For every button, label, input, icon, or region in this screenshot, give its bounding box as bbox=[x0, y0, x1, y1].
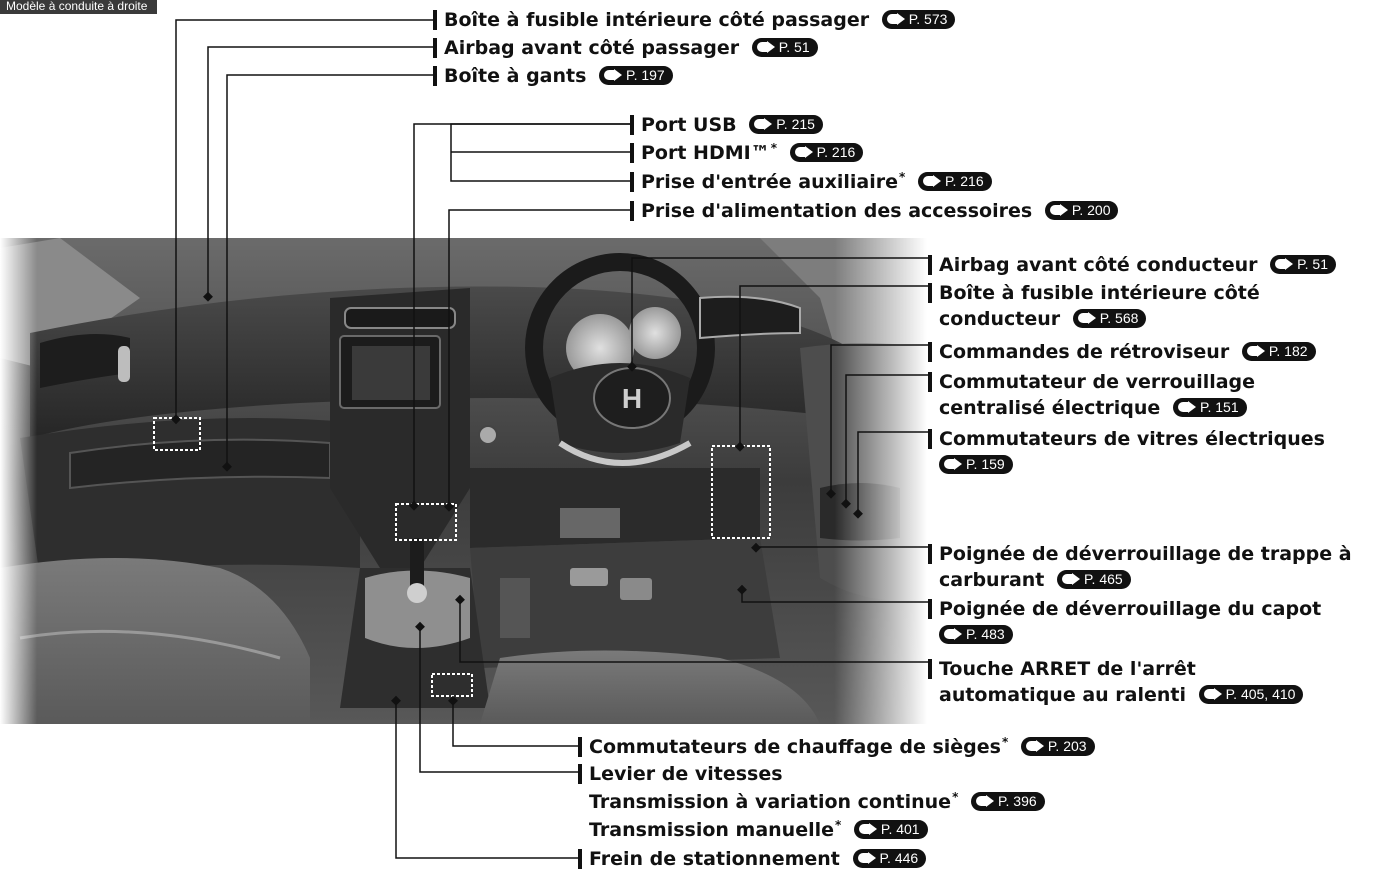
label-hdmi-port: Port HDMI™* P. 216 bbox=[630, 140, 864, 168]
page-ref-badge[interactable]: P. 200 bbox=[1044, 200, 1119, 220]
page-ref-badge[interactable]: P. 182 bbox=[1241, 341, 1316, 361]
leader-idle-stop-off bbox=[459, 599, 930, 663]
arrow-right-icon bbox=[1275, 258, 1294, 270]
arrow-right-icon bbox=[794, 146, 813, 158]
arrow-right-icon bbox=[1177, 401, 1196, 413]
page-ref-badge[interactable]: P. 215 bbox=[749, 114, 823, 134]
leader-seat-heater bbox=[452, 700, 578, 747]
arrow-right-icon bbox=[1077, 312, 1096, 324]
page-ref-badge[interactable]: P. 401 bbox=[853, 819, 928, 839]
arrow-right-icon bbox=[857, 852, 876, 864]
arrow-right-icon bbox=[1025, 740, 1044, 752]
leader-accessory-socket bbox=[448, 209, 630, 506]
model-label: Modèle à conduite à droite bbox=[0, 0, 158, 14]
arrow-right-icon bbox=[944, 628, 962, 640]
page-ref-badge[interactable]: P. 51 bbox=[751, 37, 818, 57]
page-ref-badge[interactable]: P. 446 bbox=[852, 848, 927, 868]
leader-airbag-passenger bbox=[207, 46, 433, 296]
page-ref-badge[interactable]: P. 203 bbox=[1020, 736, 1095, 756]
page-ref-badge[interactable]: P. 151 bbox=[1172, 397, 1247, 417]
label-mirror-controls: Commandes de rétroviseur P. 182 bbox=[928, 339, 1316, 365]
leader-door-lock-switch bbox=[845, 374, 930, 503]
leader-parking-brake bbox=[395, 700, 578, 859]
arrow-right-icon bbox=[1203, 688, 1222, 700]
arrow-right-icon bbox=[975, 795, 994, 807]
leader-mirror-controls bbox=[830, 344, 930, 493]
leader-hood-release bbox=[741, 589, 930, 603]
page-ref-badge[interactable]: P. 216 bbox=[917, 171, 992, 191]
arrow-right-icon bbox=[858, 823, 877, 835]
leader-power-window-switches bbox=[857, 431, 930, 513]
arrow-right-icon bbox=[1062, 573, 1081, 585]
label-accessory-socket: Prise d'alimentation des accessoires P. … bbox=[630, 198, 1119, 224]
leader-airbag-driver bbox=[631, 257, 930, 366]
page-ref-badge[interactable]: P. 396 bbox=[970, 791, 1045, 811]
page-ref-badge[interactable]: P. 405, 410 bbox=[1198, 684, 1304, 704]
arrow-right-icon bbox=[1049, 204, 1068, 216]
arrow-right-icon bbox=[1246, 345, 1265, 357]
arrow-right-icon bbox=[754, 118, 773, 130]
label-aux-jack: Prise d'entrée auxiliaire* P. 216 bbox=[630, 169, 992, 197]
arrow-right-icon bbox=[886, 13, 905, 25]
arrow-right-icon bbox=[922, 175, 941, 187]
leader-glove-box bbox=[226, 74, 433, 466]
leader-fusebox-passenger bbox=[175, 19, 433, 420]
label-shift-lever: Levier de vitesses bbox=[578, 761, 783, 787]
page-ref-badge[interactable]: P. 573 bbox=[881, 9, 956, 29]
label-cvt: Transmission à variation continue* P. 39… bbox=[578, 789, 1045, 817]
label-parking-brake: Frein de stationnement P. 446 bbox=[578, 846, 927, 872]
page-ref-badge[interactable]: P. 216 bbox=[789, 142, 864, 162]
leader-end-markers bbox=[171, 291, 863, 706]
arrow-right-icon bbox=[756, 41, 775, 53]
leader-shift-lever bbox=[419, 626, 578, 773]
label-fusebox-passenger: Boîte à fusible intérieure côté passager… bbox=[433, 7, 956, 33]
label-glove-box: Boîte à gants P. 197 bbox=[433, 63, 673, 89]
arrow-right-icon bbox=[944, 458, 962, 470]
arrow-right-icon bbox=[604, 69, 623, 81]
leader-fusebox-driver bbox=[739, 285, 930, 446]
label-airbag-passenger: Airbag avant côté passager P. 51 bbox=[433, 35, 818, 61]
label-airbag-driver: Airbag avant côté conducteur P. 51 bbox=[928, 252, 1336, 278]
page-ref-badge[interactable]: P. 51 bbox=[1270, 254, 1336, 274]
page-ref-badge[interactable]: P. 568 bbox=[1072, 308, 1147, 328]
cabin-illustration: H bbox=[0, 238, 927, 724]
page-ref-badge[interactable]: P. 197 bbox=[599, 65, 673, 85]
label-manual-transmission: Transmission manuelle* P. 401 bbox=[578, 817, 928, 845]
page-ref-badge[interactable]: P. 483 bbox=[939, 624, 1013, 644]
page-ref-badge[interactable]: P. 159 bbox=[939, 454, 1013, 474]
label-seat-heater: Commutateurs de chauffage de sièges* P. … bbox=[578, 734, 1095, 762]
label-usb-port: Port USB P. 215 bbox=[630, 112, 823, 138]
page-ref-badge[interactable]: P. 465 bbox=[1057, 569, 1131, 589]
